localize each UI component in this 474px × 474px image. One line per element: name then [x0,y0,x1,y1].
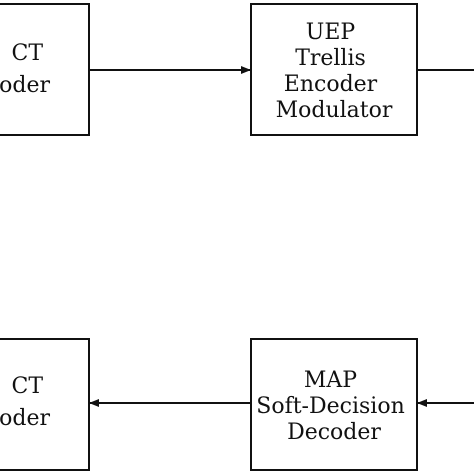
uep-trellis-encoder-block: UEP Trellis Encoder Modulator [250,3,418,136]
uep-trellis-line-2: Trellis [295,46,366,71]
dct-decoder-line-2: oder [0,406,50,431]
map-decoder-line-2: Soft-Decision [256,394,405,419]
dct-decoder-box [0,338,90,471]
dct-decoder-line-1: CT [11,374,43,399]
map-decoder-label: MAP Soft-Decision Decoder [256,368,412,445]
uep-trellis-line-4: Modulator [276,98,393,123]
map-decoder-line-1: MAP [304,368,357,393]
dct-encoder-label: CT oder [0,41,50,98]
dct-encoder-block: CT oder [0,3,90,136]
dct-decoder-label: CT oder [0,374,50,431]
map-decoder-line-3: Decoder [287,420,381,445]
dct-decoder-block: CT oder [0,338,90,471]
uep-trellis-line-1: UEP [306,20,356,45]
uep-trellis-line-3: Encoder [284,72,378,97]
dct-encoder-box [0,3,90,136]
dct-encoder-line-1: CT [11,41,43,66]
map-soft-decision-decoder-block: MAP Soft-Decision Decoder [250,338,418,471]
uep-trellis-label: UEP Trellis Encoder Modulator [276,20,393,123]
dct-encoder-line-2: oder [0,73,50,98]
